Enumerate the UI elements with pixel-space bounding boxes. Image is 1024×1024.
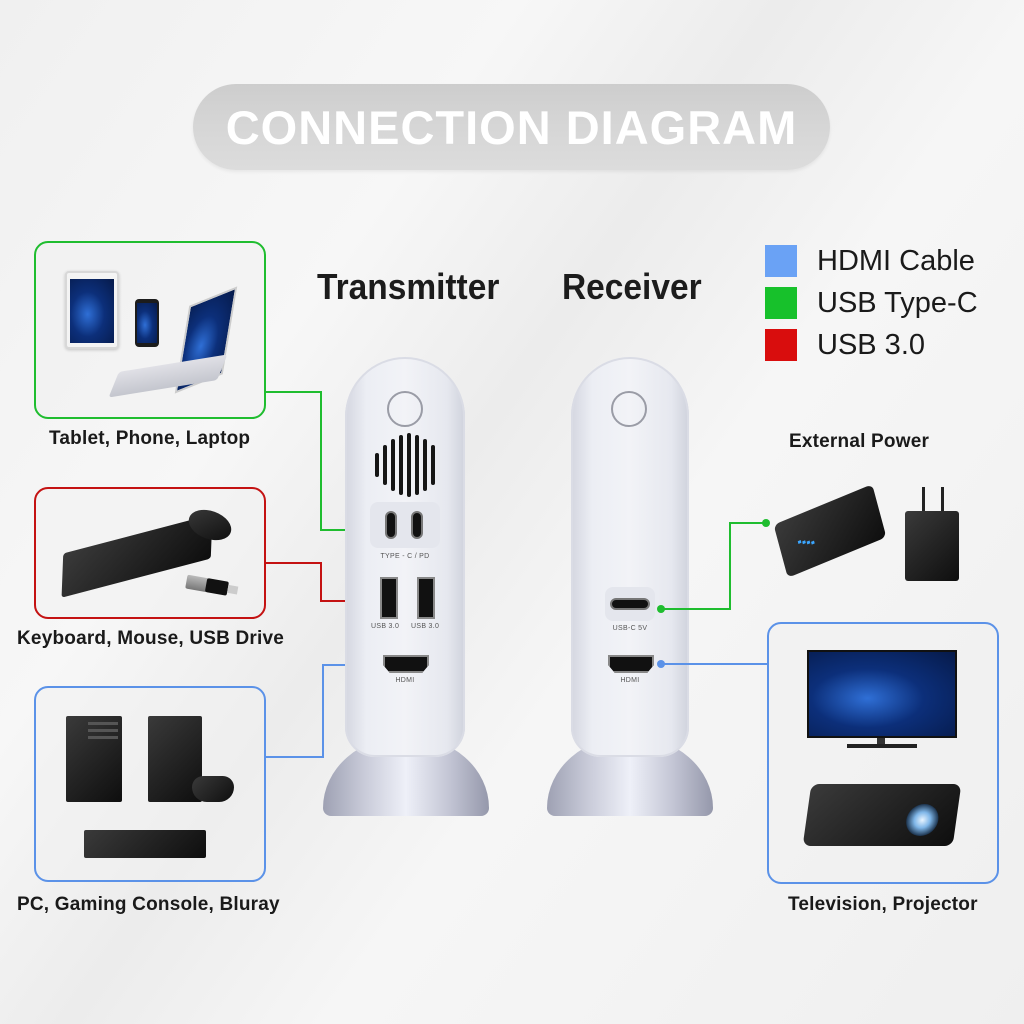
legend-item-usbc: USB Type-C: [765, 282, 978, 324]
usb3-cable-line: [320, 562, 322, 601]
usbc-5v-port-label: USB-C 5V: [612, 625, 648, 632]
usbc-connection-dot-icon: [762, 519, 770, 527]
source-box-video-sources: [34, 686, 266, 882]
hdmi-cable-line: [322, 664, 324, 758]
usb3-port-label: USB 3.0: [411, 623, 440, 630]
receiver-power-button[interactable]: [611, 391, 647, 427]
wall-adapter-icon: [905, 487, 959, 583]
diagram-title: CONNECTION DIAGRAM: [225, 100, 798, 154]
usbc-cable-line: [661, 608, 731, 610]
usb3-swatch-icon: [765, 329, 797, 361]
usb-drive-icon: [185, 574, 239, 598]
receiver-device: USB-C 5V HDMI: [571, 357, 689, 757]
tablet-icon: [65, 271, 119, 349]
usbc-cable-line: [729, 522, 731, 610]
legend-label: USB 3.0: [817, 328, 925, 361]
transmitter-device: TYPE - C / PD USB 3.0 USB 3.0 HDMI: [345, 357, 465, 757]
usbc-port-icon: [411, 511, 423, 539]
receiver-heading: Receiver: [562, 266, 702, 307]
source-caption-video-sources: PC, Gaming Console, Bluray: [17, 894, 280, 915]
power-bank-icon: [773, 484, 887, 578]
speaker-grille-icon: [369, 431, 441, 501]
external-power-caption: External Power: [789, 431, 930, 452]
typec-port-well: [370, 502, 440, 548]
source-box-peripherals: [34, 487, 266, 619]
source-caption-mobile: Tablet, Phone, Laptop: [49, 428, 251, 449]
usbc-port-well: [605, 587, 655, 621]
usb3-cable-line: [266, 562, 321, 564]
usbc-cable-line: [729, 522, 765, 524]
hdmi-swatch-icon: [765, 245, 797, 277]
usb3-port-label: USB 3.0: [371, 623, 400, 630]
hdmi-port-label: HDMI: [395, 677, 415, 684]
laptop-icon: [108, 286, 254, 398]
television-icon: [807, 650, 957, 748]
usbc-cable-line: [320, 391, 322, 530]
source-box-mobile: [34, 241, 266, 419]
usbc-port-icon: [385, 511, 397, 539]
display-caption: Television, Projector: [788, 894, 978, 915]
source-caption-peripherals: Keyboard, Mouse, USB Drive: [17, 628, 285, 649]
hdmi-port-label: HDMI: [620, 677, 640, 684]
projector-icon: [802, 784, 962, 846]
legend-item-usb3: USB 3.0: [765, 324, 978, 366]
typec-port-label: TYPE - C / PD: [380, 553, 430, 560]
usbc-swatch-icon: [765, 287, 797, 319]
hdmi-cable-line: [661, 663, 767, 665]
transmitter-power-button[interactable]: [387, 391, 423, 427]
display-box: [767, 622, 999, 884]
hdmi-port-icon: [608, 655, 654, 673]
legend: HDMI Cable USB Type-C USB 3.0: [765, 240, 978, 366]
title-banner: CONNECTION DIAGRAM: [193, 84, 830, 170]
bluray-player-icon: [84, 830, 206, 858]
legend-label: HDMI Cable: [817, 244, 975, 277]
pc-tower-icon: [66, 716, 122, 802]
usb3-cable-line: [320, 600, 366, 602]
usb-a-port-icon: [380, 577, 398, 619]
legend-label: USB Type-C: [817, 286, 978, 319]
transmitter-heading: Transmitter: [317, 266, 500, 307]
hdmi-port-icon: [383, 655, 429, 673]
usbc-cable-line: [266, 391, 321, 393]
usbc-port-icon: [610, 598, 650, 610]
phone-icon: [135, 299, 159, 347]
legend-item-hdmi: HDMI Cable: [765, 240, 978, 282]
hdmi-cable-line: [266, 756, 324, 758]
usb-a-port-icon: [417, 577, 435, 619]
gamepad-icon: [192, 776, 234, 802]
